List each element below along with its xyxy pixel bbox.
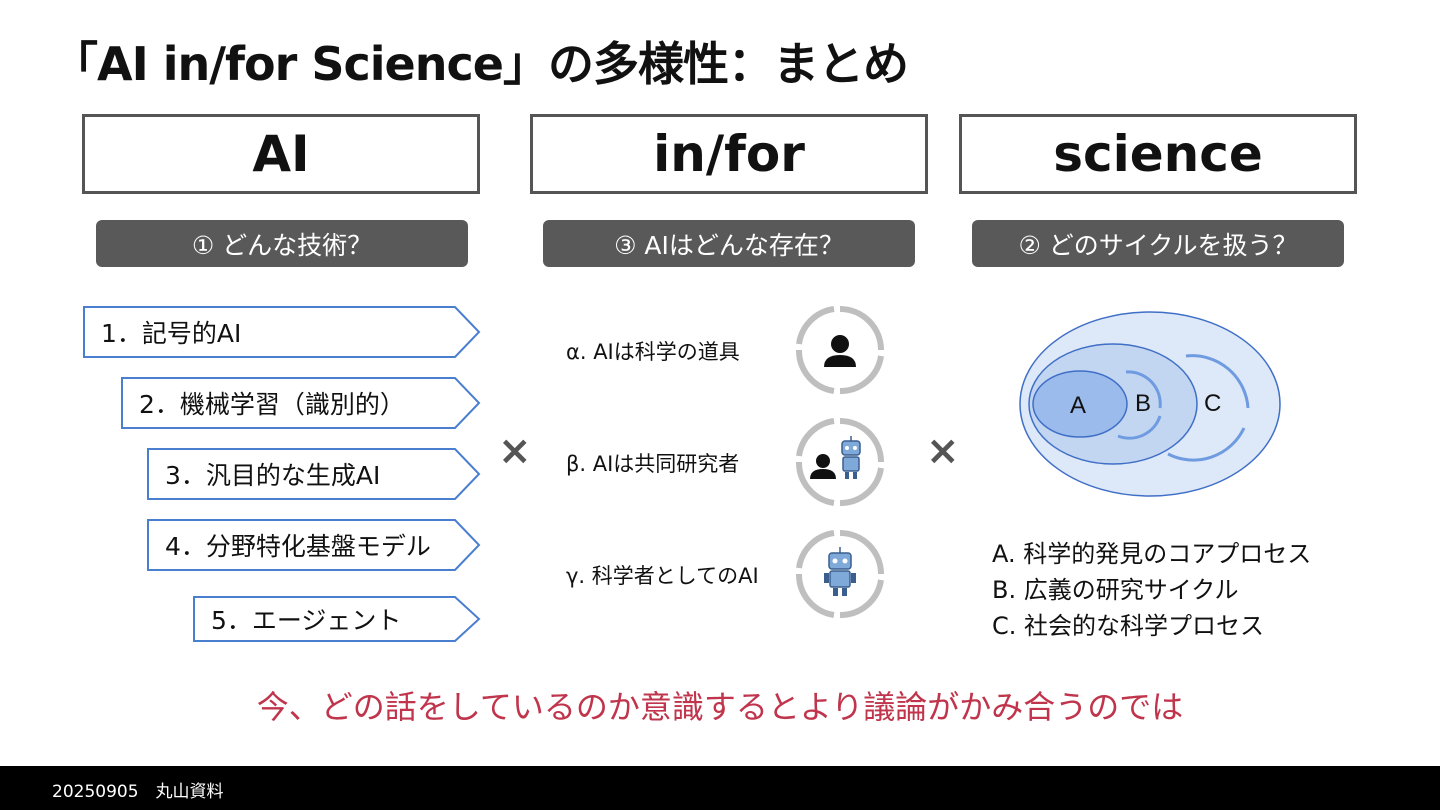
question-technology: ① どんな技術？ bbox=[96, 220, 468, 267]
question-ai-role-label: ③ AIはどんな存在？ bbox=[614, 230, 844, 260]
person-and-robot-cycle-icon bbox=[795, 418, 884, 507]
tech-item-3: 3．汎目的な生成AI bbox=[147, 448, 481, 500]
header-ai: AI bbox=[82, 114, 480, 194]
pentagon-shape bbox=[193, 596, 481, 642]
tech-item-2: 2．機械学習（識別的） bbox=[121, 377, 481, 429]
pentagon-shape bbox=[147, 448, 481, 500]
question-technology-label: ① どんな技術？ bbox=[191, 230, 373, 260]
robot-cycle-icon bbox=[795, 530, 884, 619]
footer-bar: 20250905 丸山資料 bbox=[0, 766, 1440, 810]
header-science: science bbox=[959, 114, 1357, 194]
tech-item-label: 5．エージェント bbox=[211, 606, 402, 635]
tech-item-label: 3．汎目的な生成AI bbox=[165, 461, 381, 490]
multiply-symbol-right: × bbox=[926, 428, 960, 474]
tech-item-label: 2．機械学習（識別的） bbox=[139, 390, 405, 419]
question-cycle: ② どのサイクルを扱う？ bbox=[972, 220, 1344, 267]
tech-item-5: 5．エージェント bbox=[193, 596, 481, 642]
multiply-symbol-left: × bbox=[498, 428, 532, 474]
cycle-label-c: C bbox=[1204, 390, 1221, 417]
conclusion-message: 今、どの話をしているのか意識するとより議論がかみ合うのでは bbox=[256, 688, 1184, 726]
footer-text: 20250905 丸山資料 bbox=[52, 782, 224, 802]
header-in-for: in/for bbox=[530, 114, 928, 194]
tech-item-label: 1．記号的AI bbox=[101, 319, 242, 348]
cycle-a-ellipse bbox=[1032, 370, 1128, 438]
cycle-c-arrow bbox=[1185, 354, 1250, 409]
person-cycle-icon bbox=[795, 306, 884, 395]
nested-cycle-diagram: A B C bbox=[1019, 311, 1281, 497]
question-ai-role: ③ AIはどんな存在？ bbox=[543, 220, 915, 267]
tech-item-label: 4．分野特化基盤モデル bbox=[165, 532, 431, 561]
cycle-label-b: B bbox=[1135, 390, 1151, 417]
cycle-label-a: A bbox=[1070, 392, 1086, 419]
cycle-b-arrow bbox=[1125, 370, 1162, 409]
pentagon-shape bbox=[121, 377, 481, 429]
cycle-legend-a: A. 科学的発見のコアプロセス bbox=[992, 540, 1312, 568]
pentagon-shape bbox=[147, 519, 481, 571]
header-ai-label: AI bbox=[252, 125, 310, 183]
ai-role-beta: β. AIは共同研究者 bbox=[566, 452, 740, 476]
pentagon-shape bbox=[83, 306, 481, 358]
question-cycle-label: ② どのサイクルを扱う？ bbox=[1018, 230, 1298, 260]
cycle-legend-b: B. 広義の研究サイクル bbox=[992, 576, 1239, 604]
header-in-for-label: in/for bbox=[653, 125, 805, 183]
ai-role-gamma: γ. 科学者としてのAI bbox=[566, 564, 759, 588]
tech-item-4: 4．分野特化基盤モデル bbox=[147, 519, 481, 571]
cycle-legend-c: C. 社会的な科学プロセス bbox=[992, 612, 1265, 640]
header-science-label: science bbox=[1053, 125, 1263, 183]
tech-item-1: 1．記号的AI bbox=[83, 306, 481, 358]
page-title: 「AI in/for Science」の多様性：まとめ bbox=[52, 37, 909, 91]
ai-role-alpha: α. AIは科学の道具 bbox=[566, 340, 740, 364]
